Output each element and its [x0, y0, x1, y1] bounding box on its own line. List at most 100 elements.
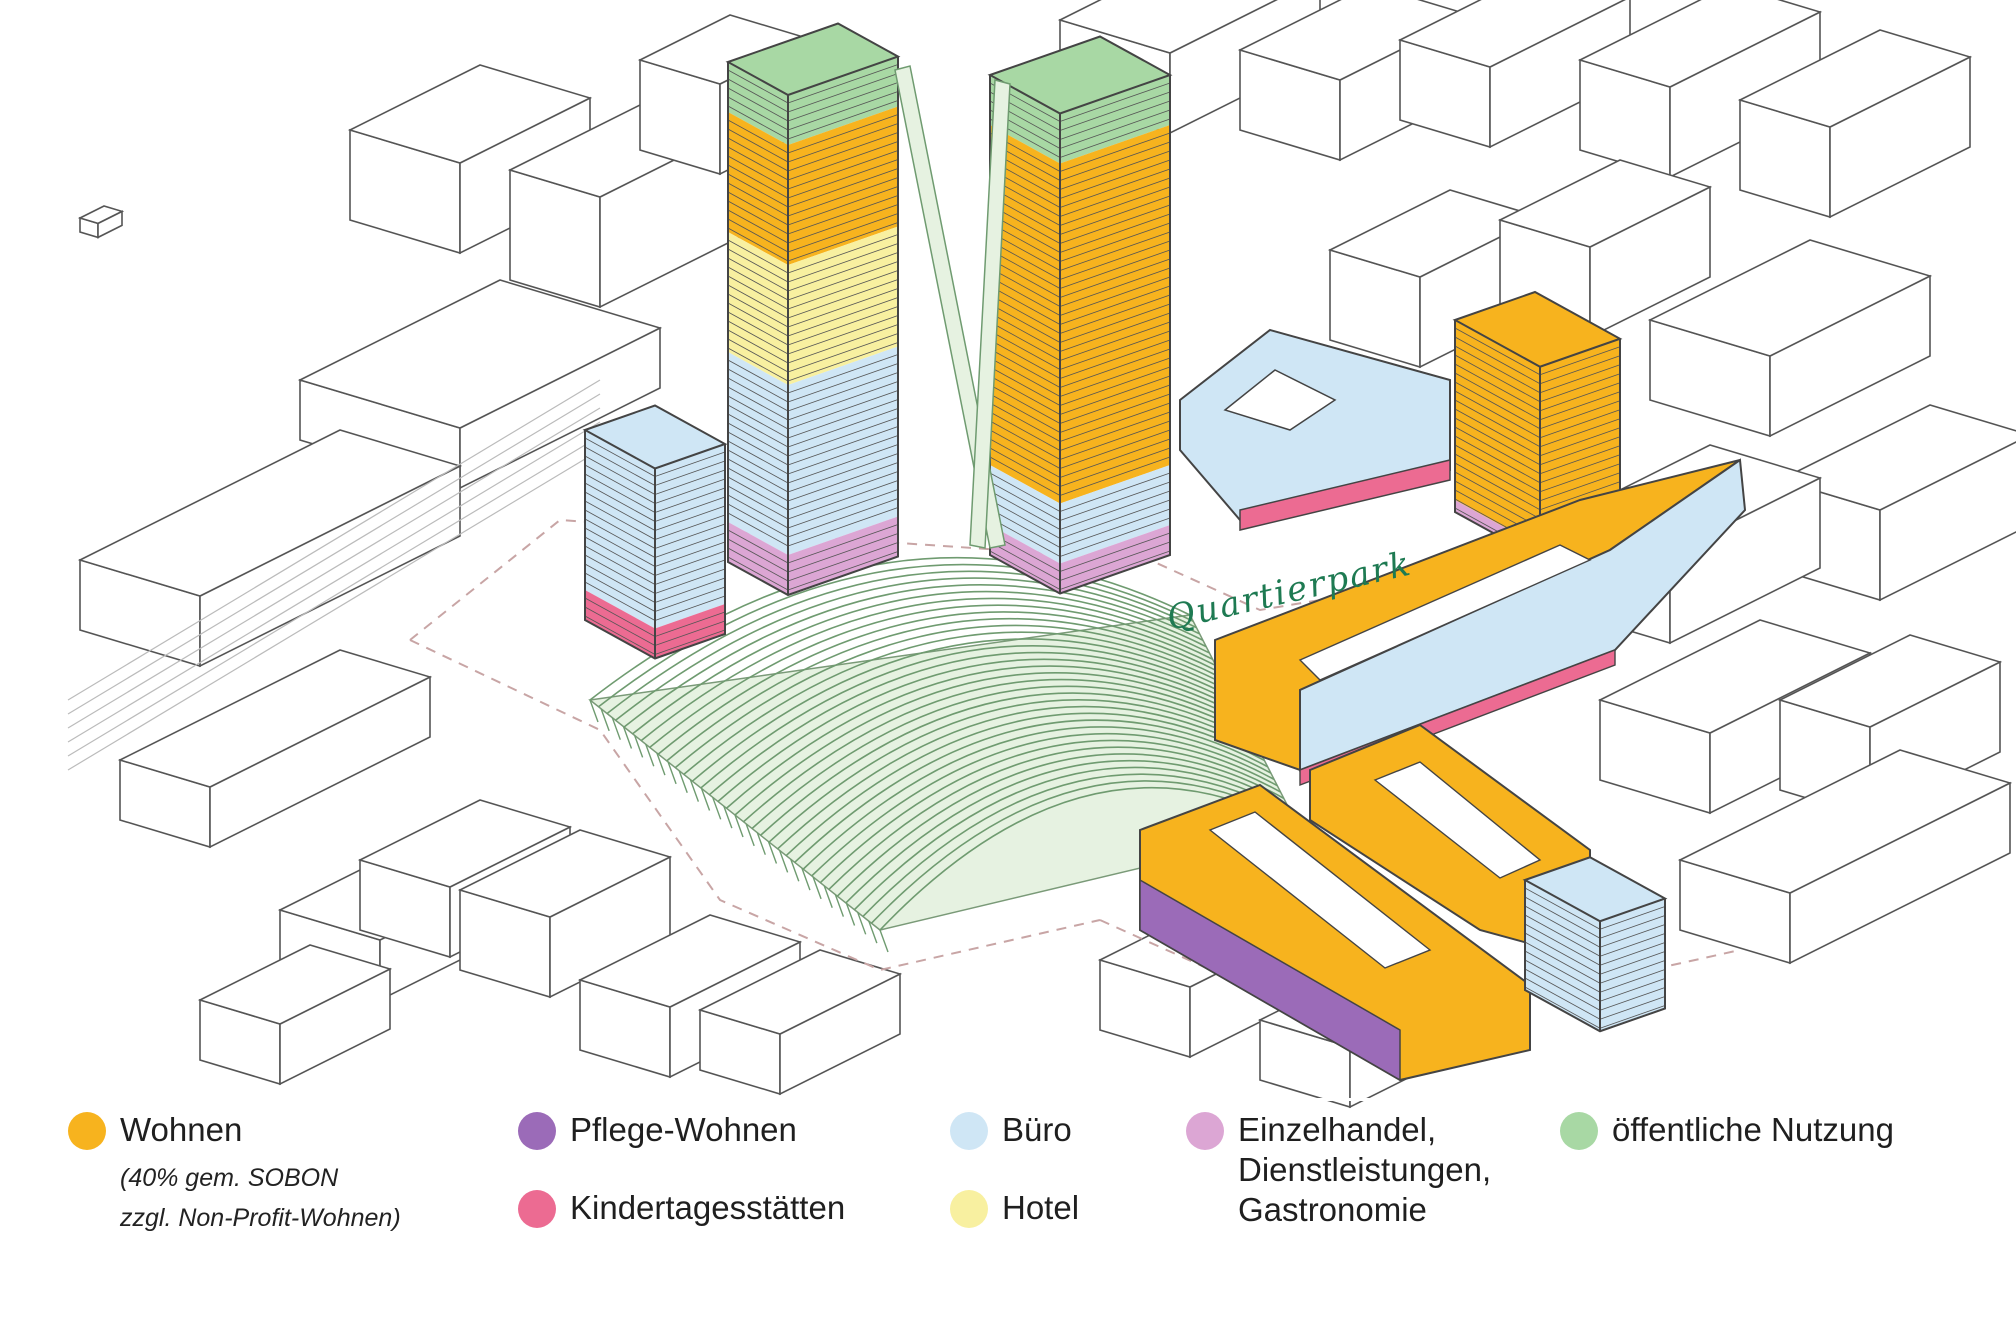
tower-office-left [582, 404, 728, 660]
floor-line [787, 524, 899, 564]
floor-line [584, 518, 656, 558]
floor-line [787, 471, 899, 511]
legend-item-hotel: Hotel [950, 1188, 1079, 1228]
floor-line [1059, 532, 1171, 572]
floor-line [584, 455, 656, 495]
floor-line [727, 155, 789, 190]
floor-line [654, 568, 726, 594]
roof-column [600, 708, 610, 732]
floor-line [1539, 373, 1621, 403]
floor-line [727, 449, 789, 484]
floor-line [787, 399, 899, 439]
roof-rib [700, 645, 1233, 789]
facade-band [788, 346, 898, 555]
roof-rib [751, 685, 1252, 830]
roof-column [667, 761, 677, 785]
floor-line [989, 447, 1061, 487]
floor-line [1524, 887, 1601, 930]
floor-line [584, 554, 656, 594]
main-buildings [582, 22, 1747, 1082]
floor-line [787, 417, 899, 457]
legend-item-wohnen: Wohnen [68, 1110, 242, 1150]
facade-band [788, 106, 898, 265]
floor-line [727, 257, 789, 292]
floor-line [989, 456, 1061, 496]
floor-line [787, 453, 899, 493]
floor-line [727, 529, 789, 564]
floor-line [989, 339, 1061, 379]
floor-line [1599, 1005, 1666, 1029]
floor-line [727, 458, 789, 493]
floor-line [787, 123, 899, 163]
floor-line [787, 243, 899, 283]
floor-line [1059, 402, 1171, 442]
floor-line [787, 288, 899, 328]
courtyard-office-block [1179, 328, 1451, 531]
floor-line [1599, 960, 1666, 984]
floor-line [787, 91, 899, 131]
floor-line [1059, 231, 1171, 271]
roof-column [700, 788, 711, 811]
legend-label-hotel: Hotel [1002, 1189, 1080, 1226]
floor-line [787, 444, 899, 484]
floor-line [727, 119, 789, 154]
floor-line [989, 276, 1061, 316]
floor-line [1454, 372, 1541, 421]
floor-line [1539, 481, 1621, 511]
floor-line [787, 168, 899, 208]
floor-line [1059, 541, 1171, 581]
floor-line [1454, 390, 1541, 439]
floor-line [1059, 499, 1171, 539]
floor-line [1524, 923, 1601, 966]
floor-line [1059, 240, 1171, 280]
floor-line [654, 550, 726, 576]
floor-line [654, 532, 726, 558]
scene-bottom-edge [68, 1098, 1968, 1101]
floor-line [727, 395, 789, 430]
floor-line [1059, 481, 1171, 521]
floor-line [1524, 959, 1601, 1002]
roof-rib [819, 739, 1278, 884]
roof-rib [606, 570, 1197, 715]
floor-line [1059, 82, 1171, 122]
floor-line [1454, 399, 1541, 448]
floor-line [1539, 427, 1621, 457]
floor-line [1454, 381, 1541, 430]
floor-line [584, 473, 656, 513]
floor-line [787, 279, 899, 319]
floor-line [584, 491, 656, 531]
floor-line [787, 261, 899, 301]
roof-rib [768, 699, 1259, 843]
arched-station-roof [588, 557, 1302, 953]
facade-band [728, 232, 788, 385]
legend-swatch-buero [950, 1112, 988, 1150]
floor-line [787, 489, 899, 529]
roof-rib [623, 584, 1204, 728]
roof-column [589, 699, 599, 723]
legend-note-wohnen: (40% gem. SOBON zzgl. Non-Profit-Wohnen) [120, 1164, 401, 1232]
floor-line [654, 451, 726, 477]
floor-line [787, 159, 899, 199]
s-residential-block [1139, 723, 1591, 1082]
facade-band [585, 590, 655, 659]
roof-column [734, 814, 744, 838]
floor-line [1059, 508, 1171, 548]
floor-line [787, 462, 899, 502]
floor-line [727, 266, 789, 301]
floor-line [584, 615, 656, 655]
rail-line [67, 435, 601, 757]
floor-line [787, 150, 899, 190]
floor-line [1059, 150, 1171, 190]
floor-line [727, 368, 789, 403]
floor-line [1539, 346, 1621, 376]
floor-line [787, 324, 899, 364]
floor-line [654, 496, 726, 522]
roof-column [845, 903, 856, 926]
roof-rib [691, 638, 1230, 782]
roof-column [689, 779, 700, 802]
floor-line [787, 177, 899, 217]
floor-line [1454, 336, 1541, 385]
floor-line [787, 354, 899, 394]
floor-line [787, 533, 899, 573]
floor-line [989, 411, 1061, 451]
